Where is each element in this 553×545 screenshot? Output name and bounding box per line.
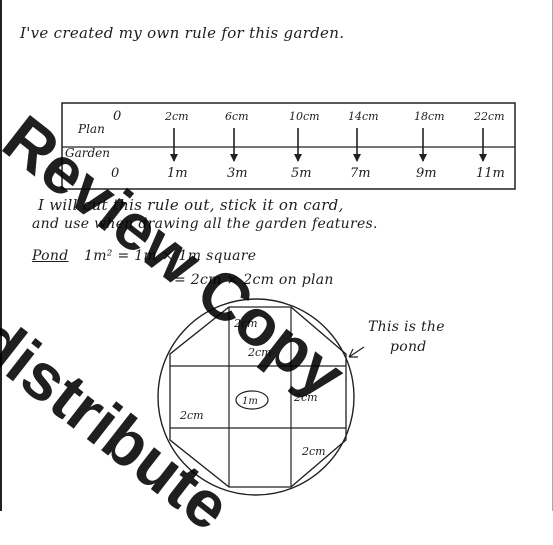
heading-text: I've created my own rule for this garden…: [20, 24, 345, 42]
garden-tick-label: 9m: [416, 166, 437, 181]
pond-diagram: 2cm 2cm 2cm 2cm 2cm 1m: [157, 298, 365, 496]
pond-diag-br: [290, 439, 347, 488]
scale-ruler: Plan Garden 0 2cm 6cm 10cm 14cm 18cm 22cm 0 1m 3…: [61, 102, 516, 190]
pond-diag-bl: [169, 439, 230, 488]
pond-centre-ellipse: [235, 390, 269, 410]
cell-label-1: 2cm: [233, 317, 258, 330]
pond-diag-tr: [290, 306, 347, 355]
pond-outer-circle: [157, 298, 355, 496]
pond-label: Pond: [32, 248, 69, 264]
pond-area-text: 1m² = 1m × 1m square: [84, 248, 257, 264]
plan-tick-label: 2cm: [164, 110, 189, 123]
annotation-line-2: pond: [390, 339, 427, 355]
garden-tick-label: 0: [111, 166, 119, 181]
ruler-and-pond-drawing: Plan Garden 0 2cm 6cm 10cm 14cm 18cm 22cm 0 1m 3…: [61, 102, 516, 496]
garden-tick-label: 1m: [167, 166, 188, 181]
cell-label-3: 2cm: [293, 391, 318, 404]
ruler-arrowhead: [353, 154, 361, 162]
plan-tick-label: 22cm: [473, 110, 505, 123]
instruction-line-2: and use when drawing all the garden feat…: [32, 216, 378, 232]
ruler-arrowhead: [479, 154, 487, 162]
ruler-arrowhead: [170, 154, 178, 162]
ruler-arrowhead: [230, 154, 238, 162]
garden-tick-label: 7m: [350, 166, 371, 181]
garden-tick-label: 5m: [291, 166, 312, 181]
instruction-line-1: I will cut this rule out, stick it on ca…: [38, 196, 344, 214]
plan-tick-label: 6cm: [225, 110, 249, 123]
cell-label-centre: 1m: [242, 396, 258, 407]
pond-plan-text: = 2cm × 2cm on plan: [174, 272, 334, 288]
pond-diag-tl: [169, 306, 230, 355]
plan-tick-label: 10cm: [289, 110, 320, 123]
annotation-arrow: [348, 346, 365, 358]
ruler-label-plan: Plan: [77, 122, 105, 136]
plan-tick-label: 18cm: [414, 110, 445, 123]
ruler-arrowhead: [419, 154, 427, 162]
plan-tick-label: 0: [113, 109, 121, 124]
plan-tick-label: 14cm: [348, 110, 379, 123]
annotation-line-1: This is the: [368, 319, 445, 335]
ruler-label-garden: Garden: [65, 146, 110, 160]
cell-label-2: 2cm: [247, 346, 272, 359]
cell-label-4: 2cm: [179, 409, 204, 422]
garden-tick-label: 3m: [227, 166, 248, 181]
ruler-arrowhead: [294, 154, 302, 162]
cell-label-5: 2cm: [301, 445, 326, 458]
pond-octagon: [169, 306, 347, 488]
ruler-outline: [61, 102, 516, 190]
garden-tick-label: 11m: [476, 166, 505, 181]
